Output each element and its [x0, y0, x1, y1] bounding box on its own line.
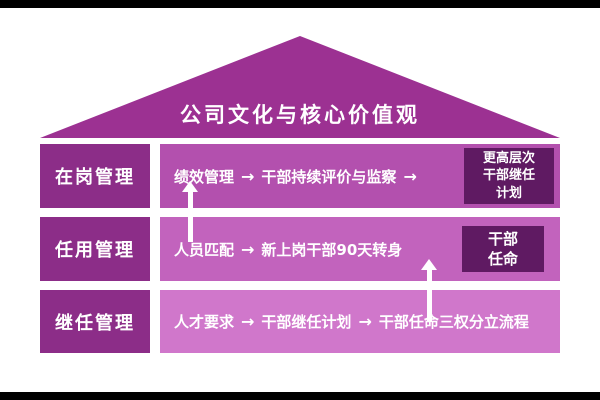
diagram-title: 公司文化与核心价值观 [180, 103, 420, 127]
flow-step: 干部任命三权分立流程 [378, 313, 529, 331]
up-connector-row3-to-badge-line [427, 270, 432, 322]
roof-shape: 公司文化与核心价值观 [40, 36, 560, 138]
row-body-appointment-management: 人员匹配 → 新上岗干部90天转身 干部 任命 [160, 217, 560, 281]
badge-line: 更高层次 [482, 150, 535, 166]
arrow-right-icon: → [403, 166, 417, 186]
up-connector-row2-to-row1-line [188, 192, 193, 242]
badge-line: 任命 [487, 250, 518, 268]
row-body-onjob-management: 绩效管理 → 干部持续评价与监察 → 更高层次 干部继任 计划 [160, 144, 560, 208]
up-arrow-icon [182, 181, 198, 192]
flow-step: 新上岗干部90天转身 [261, 240, 403, 259]
row-label-onjob-management: 在岗管理 [40, 144, 150, 208]
badge-line: 干部继任 [482, 168, 535, 184]
top-letterbox-bar [0, 0, 600, 8]
flow-row2: 人员匹配 → 新上岗干部90天转身 [174, 239, 402, 260]
badge-higher-level-succession-plan: 更高层次 干部继任 计划 [464, 148, 554, 204]
flow-step: 人员匹配 [174, 240, 235, 259]
flow-step: 干部继任计划 [261, 313, 352, 331]
flow-row1: 绩效管理 → 干部持续评价与监察 → [174, 166, 417, 187]
up-arrow-icon [421, 259, 437, 270]
row-label-appointment-management: 任用管理 [40, 217, 150, 281]
arrow-right-icon: → [241, 166, 255, 186]
row-body-succession-management: 人才要求 → 干部继任计划 → 干部任命三权分立流程 [160, 290, 560, 353]
badge-line: 干部 [487, 229, 518, 248]
flow-step: 人才要求 [174, 313, 235, 331]
arrow-right-icon: → [241, 312, 255, 331]
badge-line: 计划 [495, 185, 522, 201]
flow-step: 干部持续评价与监察 [261, 167, 397, 186]
arrow-right-icon: → [358, 312, 372, 331]
bottom-letterbox-bar [0, 392, 600, 400]
row-label-succession-management: 继任管理 [40, 290, 150, 353]
badge-cadre-appointment: 干部 任命 [462, 226, 544, 272]
arrow-right-icon: → [241, 239, 255, 259]
flow-row3: 人才要求 → 干部继任计划 → 干部任命三权分立流程 [174, 311, 529, 332]
